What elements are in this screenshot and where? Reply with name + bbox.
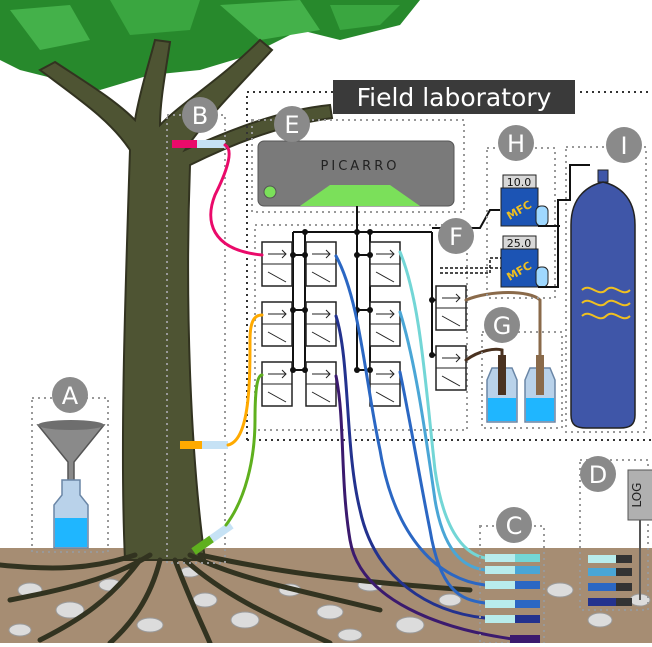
- section-i: [565, 146, 647, 433]
- section-markers: A B C D E F G H I: [52, 97, 642, 543]
- valve: [261, 241, 293, 287]
- svg-text:C: C: [506, 512, 523, 540]
- section-g: [481, 331, 563, 429]
- solenoid-valves: [261, 241, 467, 407]
- tube-blue-2: [398, 370, 487, 605]
- section-d-frame: [579, 459, 649, 611]
- svg-text:I: I: [620, 132, 627, 160]
- valve: [435, 345, 467, 391]
- title-box: [333, 80, 575, 114]
- section-e: PICARRO: [251, 119, 465, 213]
- mfc-unit: 25.0 MFC: [500, 235, 549, 288]
- tube-purple: [334, 374, 522, 642]
- valve: [369, 241, 401, 287]
- section-h: 10.0 MFC 25.0 MFC: [440, 147, 590, 299]
- tube-blue-1: [334, 254, 487, 587]
- marker-d: D: [580, 456, 616, 492]
- svg-text:D: D: [589, 461, 607, 489]
- mfc-reading: 10.0: [507, 176, 532, 189]
- valve: [435, 285, 467, 331]
- stones: [8, 566, 651, 642]
- svg-text:E: E: [284, 111, 299, 139]
- svg-text:B: B: [192, 102, 208, 130]
- section-b-frame: [166, 114, 226, 564]
- valve: [369, 361, 401, 407]
- valve: [369, 301, 401, 347]
- field-lab-frame: Field laboratory: [246, 80, 652, 441]
- svg-text:H: H: [507, 130, 525, 158]
- trunk-ports: [172, 140, 234, 555]
- junction-dots: [290, 229, 435, 373]
- log-box: [627, 469, 652, 521]
- valve: [305, 301, 337, 347]
- svg-text:F: F: [449, 223, 463, 251]
- tree-canopy: [0, 0, 420, 90]
- section-g-frame: [481, 331, 563, 429]
- page-title: Field laboratory: [357, 83, 552, 112]
- funnel: [36, 424, 106, 483]
- instrument-name: PICARRO: [321, 159, 400, 174]
- section-a: [31, 397, 109, 553]
- marker-h: H: [498, 125, 534, 161]
- tube-lightblue: [398, 310, 487, 572]
- valve: [261, 301, 293, 347]
- tube-green: [224, 373, 264, 527]
- tube-darkblue: [334, 314, 487, 620]
- tree-trunk: [38, 38, 334, 561]
- section-h-frame: [486, 147, 556, 299]
- valve: [305, 241, 337, 287]
- tree-roots: [0, 552, 473, 646]
- tube-cyan: [398, 250, 487, 560]
- marker-e: E: [274, 106, 310, 142]
- marker-f: F: [438, 218, 474, 254]
- sample-tubes: [209, 143, 542, 642]
- valve: [305, 361, 337, 407]
- marker-c: C: [496, 507, 532, 543]
- marker-g: G: [484, 307, 520, 343]
- vial: [486, 355, 518, 423]
- vial: [524, 355, 556, 423]
- marker-b: B: [182, 97, 218, 133]
- mfc-reading: 25.0: [507, 237, 532, 250]
- marker-i: I: [606, 127, 642, 163]
- log-label: LOG: [630, 482, 644, 507]
- tube-pink: [209, 143, 264, 257]
- svg-text:G: G: [493, 312, 512, 340]
- mfc-unit: 10.0 MFC: [500, 174, 549, 227]
- valve: [261, 361, 293, 407]
- tube-brown-1: [464, 291, 542, 357]
- tube-brown-2: [464, 347, 504, 362]
- marker-a: A: [52, 377, 88, 413]
- valve-manifold-frame: [254, 224, 468, 431]
- section-d: LOG: [579, 459, 652, 611]
- svg-text:A: A: [62, 382, 79, 410]
- tube-orange: [226, 313, 264, 447]
- section-i-frame: [565, 146, 647, 433]
